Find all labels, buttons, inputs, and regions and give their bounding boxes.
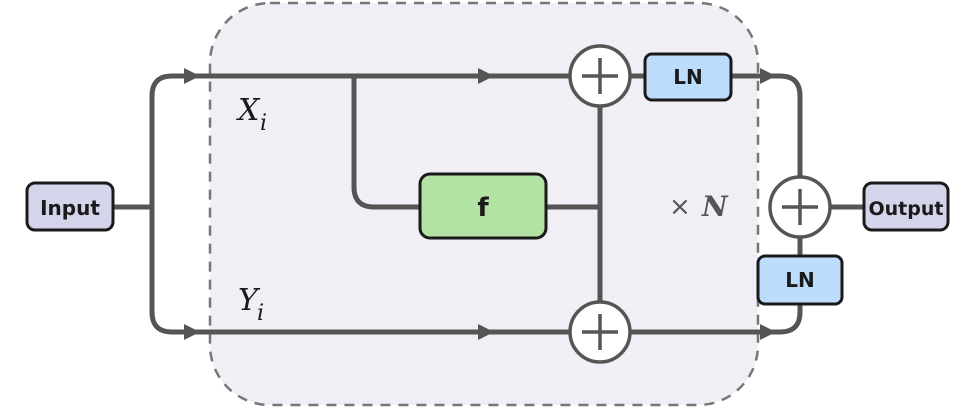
output-adder <box>768 175 832 239</box>
repeat-count-label: × N <box>669 190 729 223</box>
ln-bottom-label: LN <box>785 268 814 292</box>
input-node: Input <box>25 181 115 232</box>
ln-bottom-node: LN <box>756 254 844 306</box>
bottom-adder-out <box>627 301 803 335</box>
arrow-bottom-left <box>184 324 200 340</box>
ln-top-out <box>728 73 803 181</box>
n-label: N <box>701 190 729 223</box>
arrow-top-mid <box>478 68 494 84</box>
bottom-adder <box>568 300 632 364</box>
split-bottom-path <box>149 204 198 335</box>
ln-top-node: LN <box>643 52 733 102</box>
y-main-label: Y <box>238 283 261 318</box>
y-sub-label: i <box>257 301 264 326</box>
input-label: Input <box>40 196 100 220</box>
output-node: Output <box>862 181 950 232</box>
output-label: Output <box>869 198 944 220</box>
ln-top-label: LN <box>673 65 702 89</box>
arrow-bottom-mid <box>478 324 494 340</box>
x-i-label: X i <box>236 93 267 136</box>
x-sub-label: i <box>260 111 267 136</box>
x-main-label: X <box>236 93 261 128</box>
f-label: f <box>477 193 489 223</box>
arrow-top-right <box>760 68 776 84</box>
times-symbol: × <box>669 192 691 222</box>
f-node: f <box>418 172 548 240</box>
top-adder <box>568 44 632 108</box>
arrow-bottom-right <box>760 324 776 340</box>
f-input-path <box>351 73 423 210</box>
split-top-path <box>149 73 198 210</box>
y-i-label: Y i <box>238 283 264 326</box>
arrow-top-left <box>184 68 200 84</box>
